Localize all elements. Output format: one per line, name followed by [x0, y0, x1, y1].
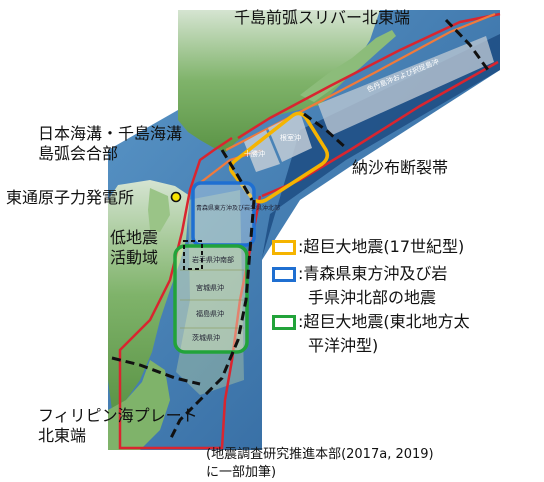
tohoku-land [108, 180, 190, 410]
zone-aomori-iwate [191, 181, 256, 247]
zone-17th-century [228, 111, 330, 204]
map-label-nemuro: 根室沖 [280, 133, 301, 142]
legend-text: :超巨大地震(東北地方太 [298, 312, 470, 331]
legend-text-cont: 平洋沖型) [308, 336, 379, 355]
hokkaido-land [178, 10, 380, 152]
source-line1: (地震調査研究推進本部(2017a, 2019) [206, 447, 434, 462]
low-seismicity-area [183, 240, 203, 270]
legend-text: :超巨大地震(17世紀型) [298, 237, 465, 256]
legend-swatch-yellow [272, 240, 296, 255]
legend-item-tohoku: :超巨大地震(東北地方太 平洋沖型) [268, 311, 540, 359]
label-low-seis-line2: 活動域 [110, 248, 159, 267]
philippine-boundary [111, 356, 201, 386]
label-junction-line1: 日本海溝・千島海溝 [38, 124, 183, 143]
red-zone-outline [118, 136, 262, 450]
map-label-miyagi: 宮城県沖 [196, 283, 224, 292]
legend-item-aomori: :青森県東方沖及び岩 手県沖北部の地震 [268, 263, 540, 311]
label-junction-line2: 島弧会合部 [38, 144, 119, 163]
shikotan-segment [318, 36, 494, 136]
junction-boundary [220, 149, 254, 201]
label-philippine-line1: フィリピン海プレート [38, 406, 198, 425]
label-npp: 東通原子力発電所 [6, 188, 135, 207]
legend: :超巨大地震(17世紀型) :青森県東方沖及び岩 手県沖北部の地震 :超巨大地震… [268, 236, 540, 359]
legend-item-17th: :超巨大地震(17世紀型) [268, 236, 540, 263]
label-kuril-sliver: 千島前弧スリバー北東端 [234, 8, 411, 27]
tokachi-segment [244, 130, 280, 172]
map-label-ibaraki: 茨城県沖 [192, 333, 220, 342]
kuril-sliver-boundary [444, 18, 490, 71]
map-label-fukushima: 福島県沖 [196, 309, 224, 318]
tohoku-trench-boundary [168, 199, 256, 441]
legend-text: :青森県東方沖及び岩 [298, 264, 448, 283]
npp-marker-icon [170, 191, 182, 203]
legend-text-cont: 手県沖北部の地震 [308, 288, 437, 307]
legend-swatch-green [272, 315, 296, 330]
legend-swatch-blue [272, 267, 296, 282]
map-label-aomori: 青森県東方沖及び岩手県沖北部 [196, 204, 280, 212]
map-label-iwate: 岩手県沖南部 [192, 255, 234, 264]
label-philippine-line2: 北東端 [38, 426, 87, 445]
label-low-seis-line1: 低地震 [110, 228, 159, 247]
map-label-tokachi: 十勝沖 [244, 149, 265, 158]
nosappu-boundary [303, 112, 348, 150]
label-nosappu: 納沙布断裂帯 [352, 158, 449, 177]
source-line2: に一部加筆) [206, 465, 277, 480]
source-note: (地震調査研究推進本部(2017a, 2019) に一部加筆) [206, 446, 434, 482]
trench-band [262, 34, 500, 258]
